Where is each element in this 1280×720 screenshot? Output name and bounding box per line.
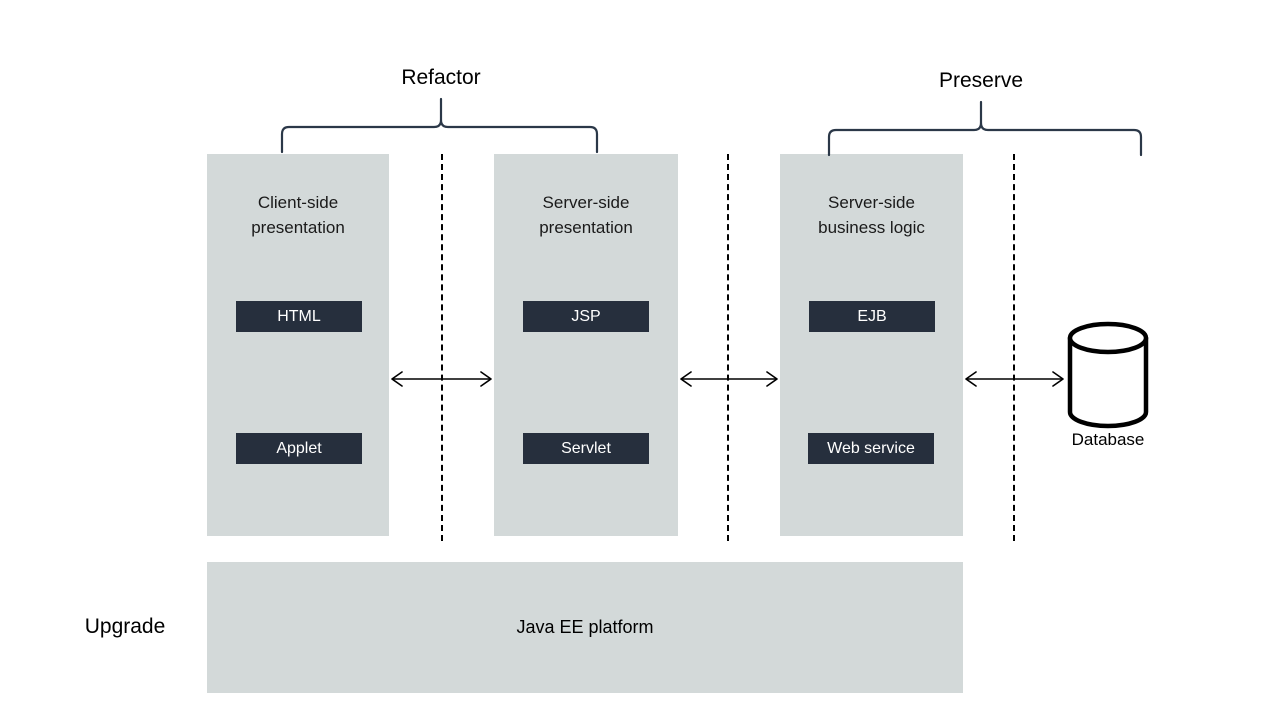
connector-arrow-presentation-to-business [680,371,778,387]
tech-chip-servlet: Servlet [523,433,649,464]
tech-chip-web-service: Web service [808,433,934,464]
brace-refactor [280,97,599,154]
tech-chip-ejb: EJB [809,301,935,332]
tier-title-client-presentation: Client-side presentation [251,193,345,237]
platform-bar-label: Java EE platform [516,617,654,637]
tier-boundary-line-1 [441,154,443,541]
tier-boundary-line-3 [1013,154,1015,541]
group-label-preserve: Preserve [938,69,1024,92]
platform-bar: Java EE platform [207,562,963,693]
database-cylinder-icon [1067,321,1149,429]
tier-column-client-presentation: Client-side presentation HTML Applet [207,154,389,536]
group-label-refactor: Refactor [401,66,481,89]
tech-chip-jsp: JSP [523,301,649,332]
tech-chip-html: HTML [236,301,362,332]
side-label-upgrade: Upgrade [84,615,166,638]
tier-column-server-presentation: Server-side presentation JSP Servlet [494,154,678,536]
tier-boundary-line-2 [727,154,729,541]
tier-column-server-business: Server-side business logic EJB Web servi… [780,154,963,536]
database-label: Database [1071,430,1145,449]
tier-title-server-business: Server-side business logic [818,193,925,237]
tier-title-server-presentation: Server-side presentation [539,193,633,237]
brace-preserve [827,100,1143,157]
tech-chip-applet: Applet [236,433,362,464]
